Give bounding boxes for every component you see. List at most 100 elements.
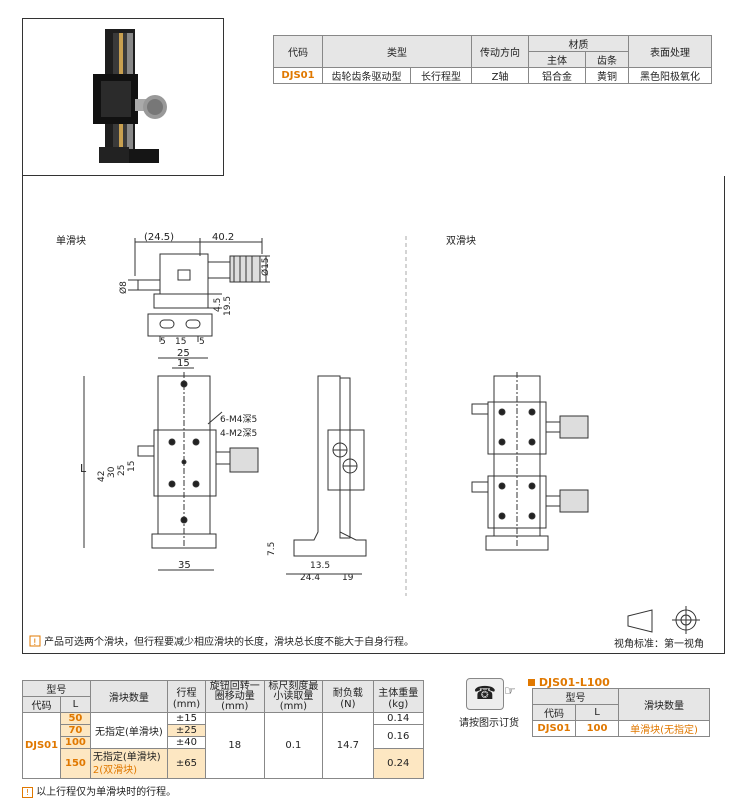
scale-label: 标尺刻度最小读取量 [268, 680, 319, 702]
main-header-qty: 滑块数量 [89, 680, 168, 713]
main-header-knob: 旋钮回转一圈移动量(mm) [204, 680, 265, 713]
dim-35: 35 [178, 560, 191, 571]
spec-direction: Z轴 [471, 67, 529, 84]
main-spec-table: 型号 滑块数量 行程(mm) 旋钮回转一圈移动量(mm) 标尺刻度最小读取量(m… [21, 680, 425, 779]
product-photo [23, 19, 223, 175]
main-qty-single: 无指定(单滑块) [89, 712, 168, 749]
order-label: 请按图示订货 [459, 718, 519, 729]
dim-40-2: 40.2 [212, 232, 234, 243]
knob-unit: (mm) [221, 700, 249, 712]
side-view: 7.5 13.5 24.4 19 [267, 375, 367, 583]
order-qty: 单滑块(无指定) [618, 720, 710, 737]
knob-label: 旋钮回转一圈移动量 [209, 680, 260, 702]
order-L: 100 [575, 720, 619, 737]
footnote: ! 以上行程仅为单滑块时的行程。 [22, 783, 176, 798]
footnote-icon: ! [22, 787, 33, 798]
dim-30: 30 [107, 466, 117, 478]
main-knob: 18 [204, 712, 265, 779]
order-icon: ☎ [466, 678, 504, 710]
spec-header-surface: 表面处理 [628, 35, 712, 68]
main-header-stroke: 行程(mm) [166, 680, 206, 713]
dim-24-4: 24.4 [300, 573, 320, 583]
order-header-qty: 滑块数量 [618, 688, 710, 721]
order-title-text: DJS01-L100 [538, 676, 610, 689]
dim-24-5: (24.5) [144, 232, 174, 243]
qty-double-line2: 2(双滑块) [92, 764, 138, 776]
order-title: DJS01-L100 [528, 676, 610, 689]
dim-25-v: 25 [117, 465, 127, 476]
main-scale: 0.1 [263, 712, 324, 779]
stroke-unit: (mm) [172, 698, 201, 710]
footnote-text: 以上行程仅为单滑块时的行程。 [36, 787, 177, 798]
main-L-150: 150 [60, 748, 91, 779]
main-header-model: 型号 [22, 680, 91, 697]
callout-6-m4: 6-M4深5 [220, 414, 257, 425]
double-slider-view [471, 372, 589, 551]
main-L-50: 50 [60, 712, 91, 725]
pointing-hand-icon: ☞ [504, 684, 516, 699]
order-header-model: 型号 [532, 688, 619, 705]
spec-type-1: 齿轮齿条驱动型 [322, 67, 411, 84]
main-header-weight: 主体重量(kg) [372, 680, 425, 713]
front-view: 25 15 35 L 42 30 25 15 6-M4深5 4-M2深5 [80, 348, 259, 571]
spec-type-2: 长行程型 [410, 67, 472, 84]
scale-unit: (mm) [279, 700, 308, 712]
main-stroke-70: ±25 [166, 724, 206, 737]
dim-L: L [80, 462, 87, 475]
dim-42: 42 [97, 471, 107, 482]
dim-4-5: 4.5 [213, 298, 223, 312]
main-qty-double: 无指定(单滑块)2(双滑块) [89, 748, 168, 779]
dim-7-5: 7.5 [267, 542, 277, 556]
spec-body: 铝合金 [528, 67, 586, 84]
spec-rack: 黄铜 [585, 67, 629, 84]
main-weight-70-100: 0.16 [372, 724, 425, 749]
main-header-code: 代码 [21, 696, 62, 713]
spec-header-material: 材质 [528, 35, 629, 52]
order-bullet [528, 679, 535, 686]
technical-drawing: 单滑块 双滑块 (24.5) 40.2 Ø15 Ø8 4.5 19.5 5 15… [29, 232, 704, 650]
note-text: 产品可选两个滑块，但行程要减少相应滑块的长度，滑块总长度不能大于自身行程。 [44, 635, 414, 648]
dim-5-a: 5 [160, 337, 166, 347]
spec-header-type: 类型 [322, 35, 472, 68]
main-stroke-50: ±15 [166, 712, 206, 725]
main-L-70: 70 [60, 724, 91, 737]
dim-13-5: 13.5 [310, 561, 330, 571]
drawing-frame [22, 176, 725, 654]
dim-dia-8: Ø8 [118, 281, 129, 294]
single-slider-label: 单滑块 [56, 235, 86, 247]
main-weight-150: 0.24 [372, 748, 425, 779]
spec-header-body: 主体 [528, 51, 586, 68]
order-header-code: 代码 [532, 704, 576, 721]
main-header-L: L [60, 696, 91, 713]
spec-surface: 黑色阳极氧化 [628, 67, 712, 84]
spec-header-direction: 传动方向 [471, 35, 529, 68]
order-code: DJS01 [532, 720, 576, 737]
order-table: 型号 滑块数量 代码 L DJS01 100 单滑块(无指定) [532, 688, 710, 737]
main-L-100: 100 [60, 736, 91, 749]
main-header-scale: 标尺刻度最小读取量(mm) [263, 680, 324, 713]
weight-label: 主体重量 [378, 687, 419, 699]
main-stroke-150: ±65 [166, 748, 206, 779]
main-code: DJS01 [21, 712, 62, 779]
main-header-load: 耐负载(N) [322, 680, 374, 713]
product-photo-frame [22, 18, 224, 176]
stroke-label: 行程 [176, 687, 197, 699]
note-icon: ! [33, 638, 37, 648]
projection-symbol-icon [627, 606, 700, 634]
main-weight-50: 0.14 [372, 712, 425, 725]
dim-25: 25 [177, 348, 190, 359]
spec-header-code: 代码 [273, 35, 323, 68]
dim-dia-15: Ø15 [260, 257, 271, 276]
qty-double-line1: 无指定(单滑块) [92, 751, 161, 763]
dim-15-top: 15 [175, 337, 186, 347]
main-load: 14.7 [322, 712, 374, 779]
dim-15-v: 15 [127, 461, 137, 472]
callout-4-m2: 4-M2深5 [220, 428, 257, 439]
spec-header-rack: 齿条 [585, 51, 629, 68]
top-view: (24.5) 40.2 Ø15 Ø8 4.5 19.5 5 15 5 [118, 232, 271, 347]
double-slider-label: 双滑块 [446, 235, 476, 247]
dim-19-5: 19.5 [223, 296, 233, 316]
dim-15-front: 15 [177, 358, 190, 369]
dim-19: 19 [342, 573, 354, 583]
spec-code: DJS01 [273, 67, 323, 84]
